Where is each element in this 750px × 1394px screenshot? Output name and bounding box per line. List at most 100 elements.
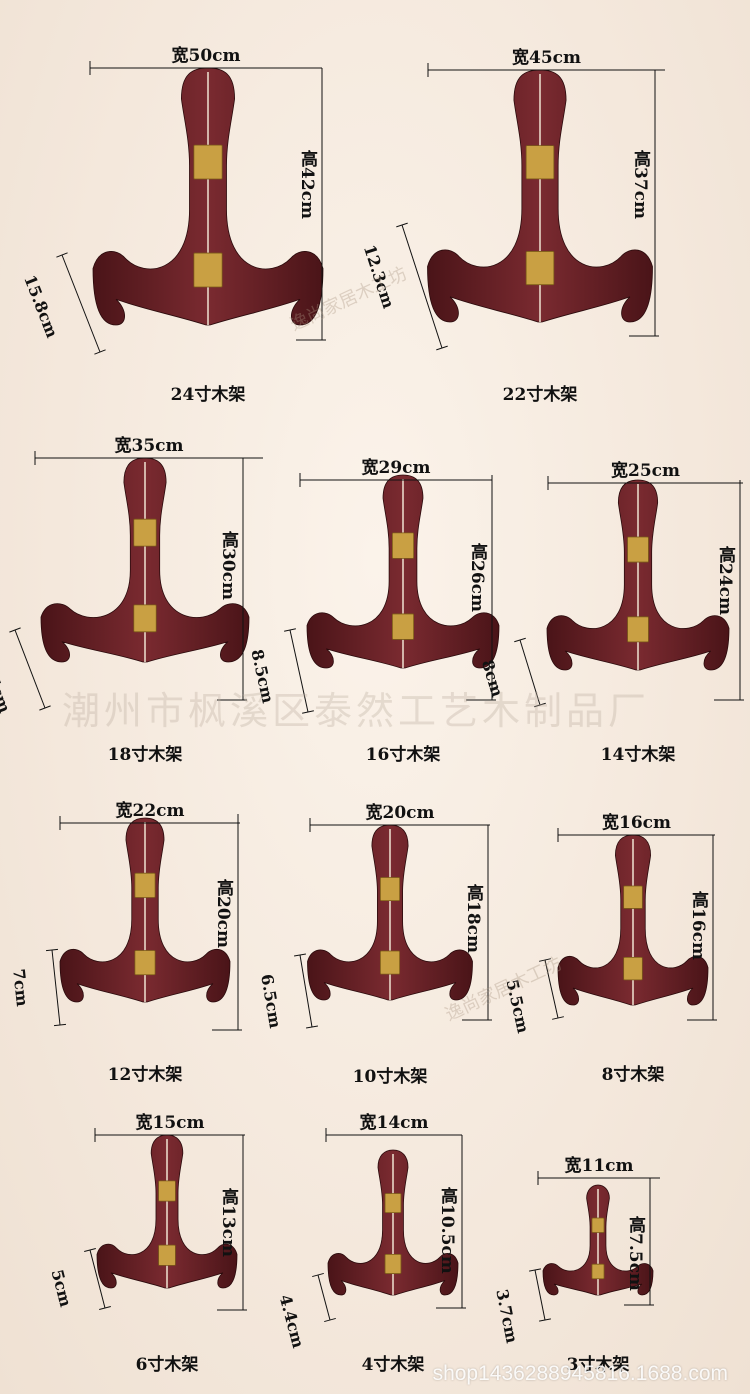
depth-dimension-line bbox=[89, 1249, 106, 1309]
depth-dimension-tick bbox=[284, 628, 296, 632]
depth-dimension-tick bbox=[534, 702, 546, 708]
height-label: 高16cm bbox=[688, 890, 708, 960]
stand-size-caption: 16寸木架 bbox=[365, 745, 441, 765]
hinge-icon bbox=[379, 950, 401, 975]
hinge-icon bbox=[525, 251, 555, 286]
width-label: 宽20cm bbox=[365, 803, 435, 823]
depth-dimension-line bbox=[14, 629, 46, 709]
depth-dimension-line bbox=[51, 949, 61, 1026]
depth-dimension-line bbox=[299, 954, 313, 1028]
depth-dimension-tick bbox=[305, 1025, 319, 1029]
depth-dimension-line bbox=[61, 254, 101, 353]
width-label: 宽11cm bbox=[564, 1156, 634, 1176]
depth-dimension-tick bbox=[9, 627, 21, 633]
stand-size-caption: 10寸木架 bbox=[352, 1067, 428, 1087]
hinge-icon bbox=[134, 950, 156, 976]
width-label: 宽45cm bbox=[512, 48, 581, 68]
stand-size-caption: 8寸木架 bbox=[601, 1065, 665, 1085]
hinge-icon bbox=[591, 1217, 605, 1233]
hinge-icon bbox=[193, 144, 223, 180]
width-label: 宽29cm bbox=[361, 458, 431, 478]
width-label: 宽15cm bbox=[135, 1113, 205, 1133]
hinge-icon bbox=[525, 145, 555, 180]
stand-size-caption: 22寸木架 bbox=[502, 385, 578, 405]
depth-dimension-line bbox=[519, 639, 541, 706]
depth-dimension-tick bbox=[84, 1248, 96, 1252]
depth-dimension-line bbox=[317, 1274, 331, 1321]
height-label: 高26cm bbox=[467, 542, 487, 612]
depth-dimension-line bbox=[534, 1269, 546, 1321]
hinge-icon bbox=[623, 885, 643, 909]
stand-figure bbox=[45, 814, 242, 1031]
depth-dimension-line bbox=[289, 629, 309, 713]
hinge-icon bbox=[391, 613, 415, 640]
hinge-icon bbox=[384, 1193, 402, 1214]
stand-size-caption: 14寸木架 bbox=[600, 745, 676, 765]
stand-figure bbox=[84, 1128, 247, 1311]
hinge-icon bbox=[158, 1180, 176, 1202]
height-label: 高30cm bbox=[218, 530, 238, 600]
hinge-icon bbox=[134, 872, 156, 898]
stand-figure bbox=[56, 61, 326, 355]
height-label: 高18cm bbox=[463, 883, 483, 953]
stand-figure bbox=[293, 818, 492, 1029]
hinge-icon bbox=[623, 956, 643, 981]
depth-dimension-tick bbox=[99, 1306, 111, 1310]
depth-dimension-tick bbox=[39, 705, 51, 711]
height-label: 高24cm bbox=[715, 546, 735, 615]
depth-dimension-tick bbox=[302, 710, 314, 714]
width-label: 宽25cm bbox=[611, 461, 680, 481]
depth-dimension-tick bbox=[396, 222, 408, 228]
depth-dimension-tick bbox=[53, 1023, 67, 1027]
hinge-icon bbox=[379, 877, 401, 902]
height-label: 高42cm bbox=[297, 149, 317, 219]
height-label: 高7.5cm bbox=[625, 1216, 645, 1292]
depth-label: 7cm bbox=[9, 967, 33, 1008]
hinge-icon bbox=[193, 252, 223, 288]
stand-figure bbox=[529, 1171, 660, 1322]
stand-figure bbox=[284, 473, 500, 714]
depth-dimension-tick bbox=[293, 953, 307, 957]
stand-figure bbox=[312, 1128, 466, 1323]
depth-dimension-tick bbox=[56, 252, 68, 258]
depth-dimension-tick bbox=[45, 948, 59, 952]
depth-dimension-tick bbox=[324, 1317, 336, 1323]
hinge-icon bbox=[391, 532, 415, 559]
depth-dimension-line bbox=[401, 224, 443, 349]
company-watermark: 潮州市枫溪区泰然工艺木制品厂 bbox=[62, 689, 651, 733]
depth-dimension-tick bbox=[539, 958, 551, 962]
height-label: 高13cm bbox=[218, 1187, 238, 1257]
depth-dimension-line bbox=[544, 959, 559, 1019]
depth-dimension-tick bbox=[436, 345, 448, 351]
stand-figure bbox=[514, 476, 744, 708]
stand-figure bbox=[539, 828, 717, 1021]
stand-size-caption: 12寸木架 bbox=[107, 1065, 183, 1085]
width-label: 宽22cm bbox=[115, 801, 185, 821]
hinge-icon bbox=[591, 1263, 605, 1280]
width-label: 宽16cm bbox=[602, 813, 671, 833]
stand-figure bbox=[9, 451, 263, 711]
hinge-icon bbox=[158, 1244, 176, 1266]
shop-url-watermark: shop1436288945816.1688.com bbox=[432, 1362, 728, 1385]
height-label: 高10.5cm bbox=[437, 1186, 457, 1274]
width-label: 宽50cm bbox=[171, 46, 241, 66]
hinge-icon bbox=[627, 616, 649, 643]
height-label: 高37cm bbox=[630, 149, 650, 219]
width-label: 宽14cm bbox=[359, 1113, 429, 1133]
depth-dimension-tick bbox=[312, 1272, 324, 1278]
stand-size-caption: 3寸木架 bbox=[566, 1355, 630, 1375]
width-label: 宽35cm bbox=[114, 436, 184, 456]
stand-figure bbox=[396, 63, 665, 351]
stand-size-caption: 18寸木架 bbox=[107, 745, 183, 765]
hinge-icon bbox=[133, 604, 157, 633]
